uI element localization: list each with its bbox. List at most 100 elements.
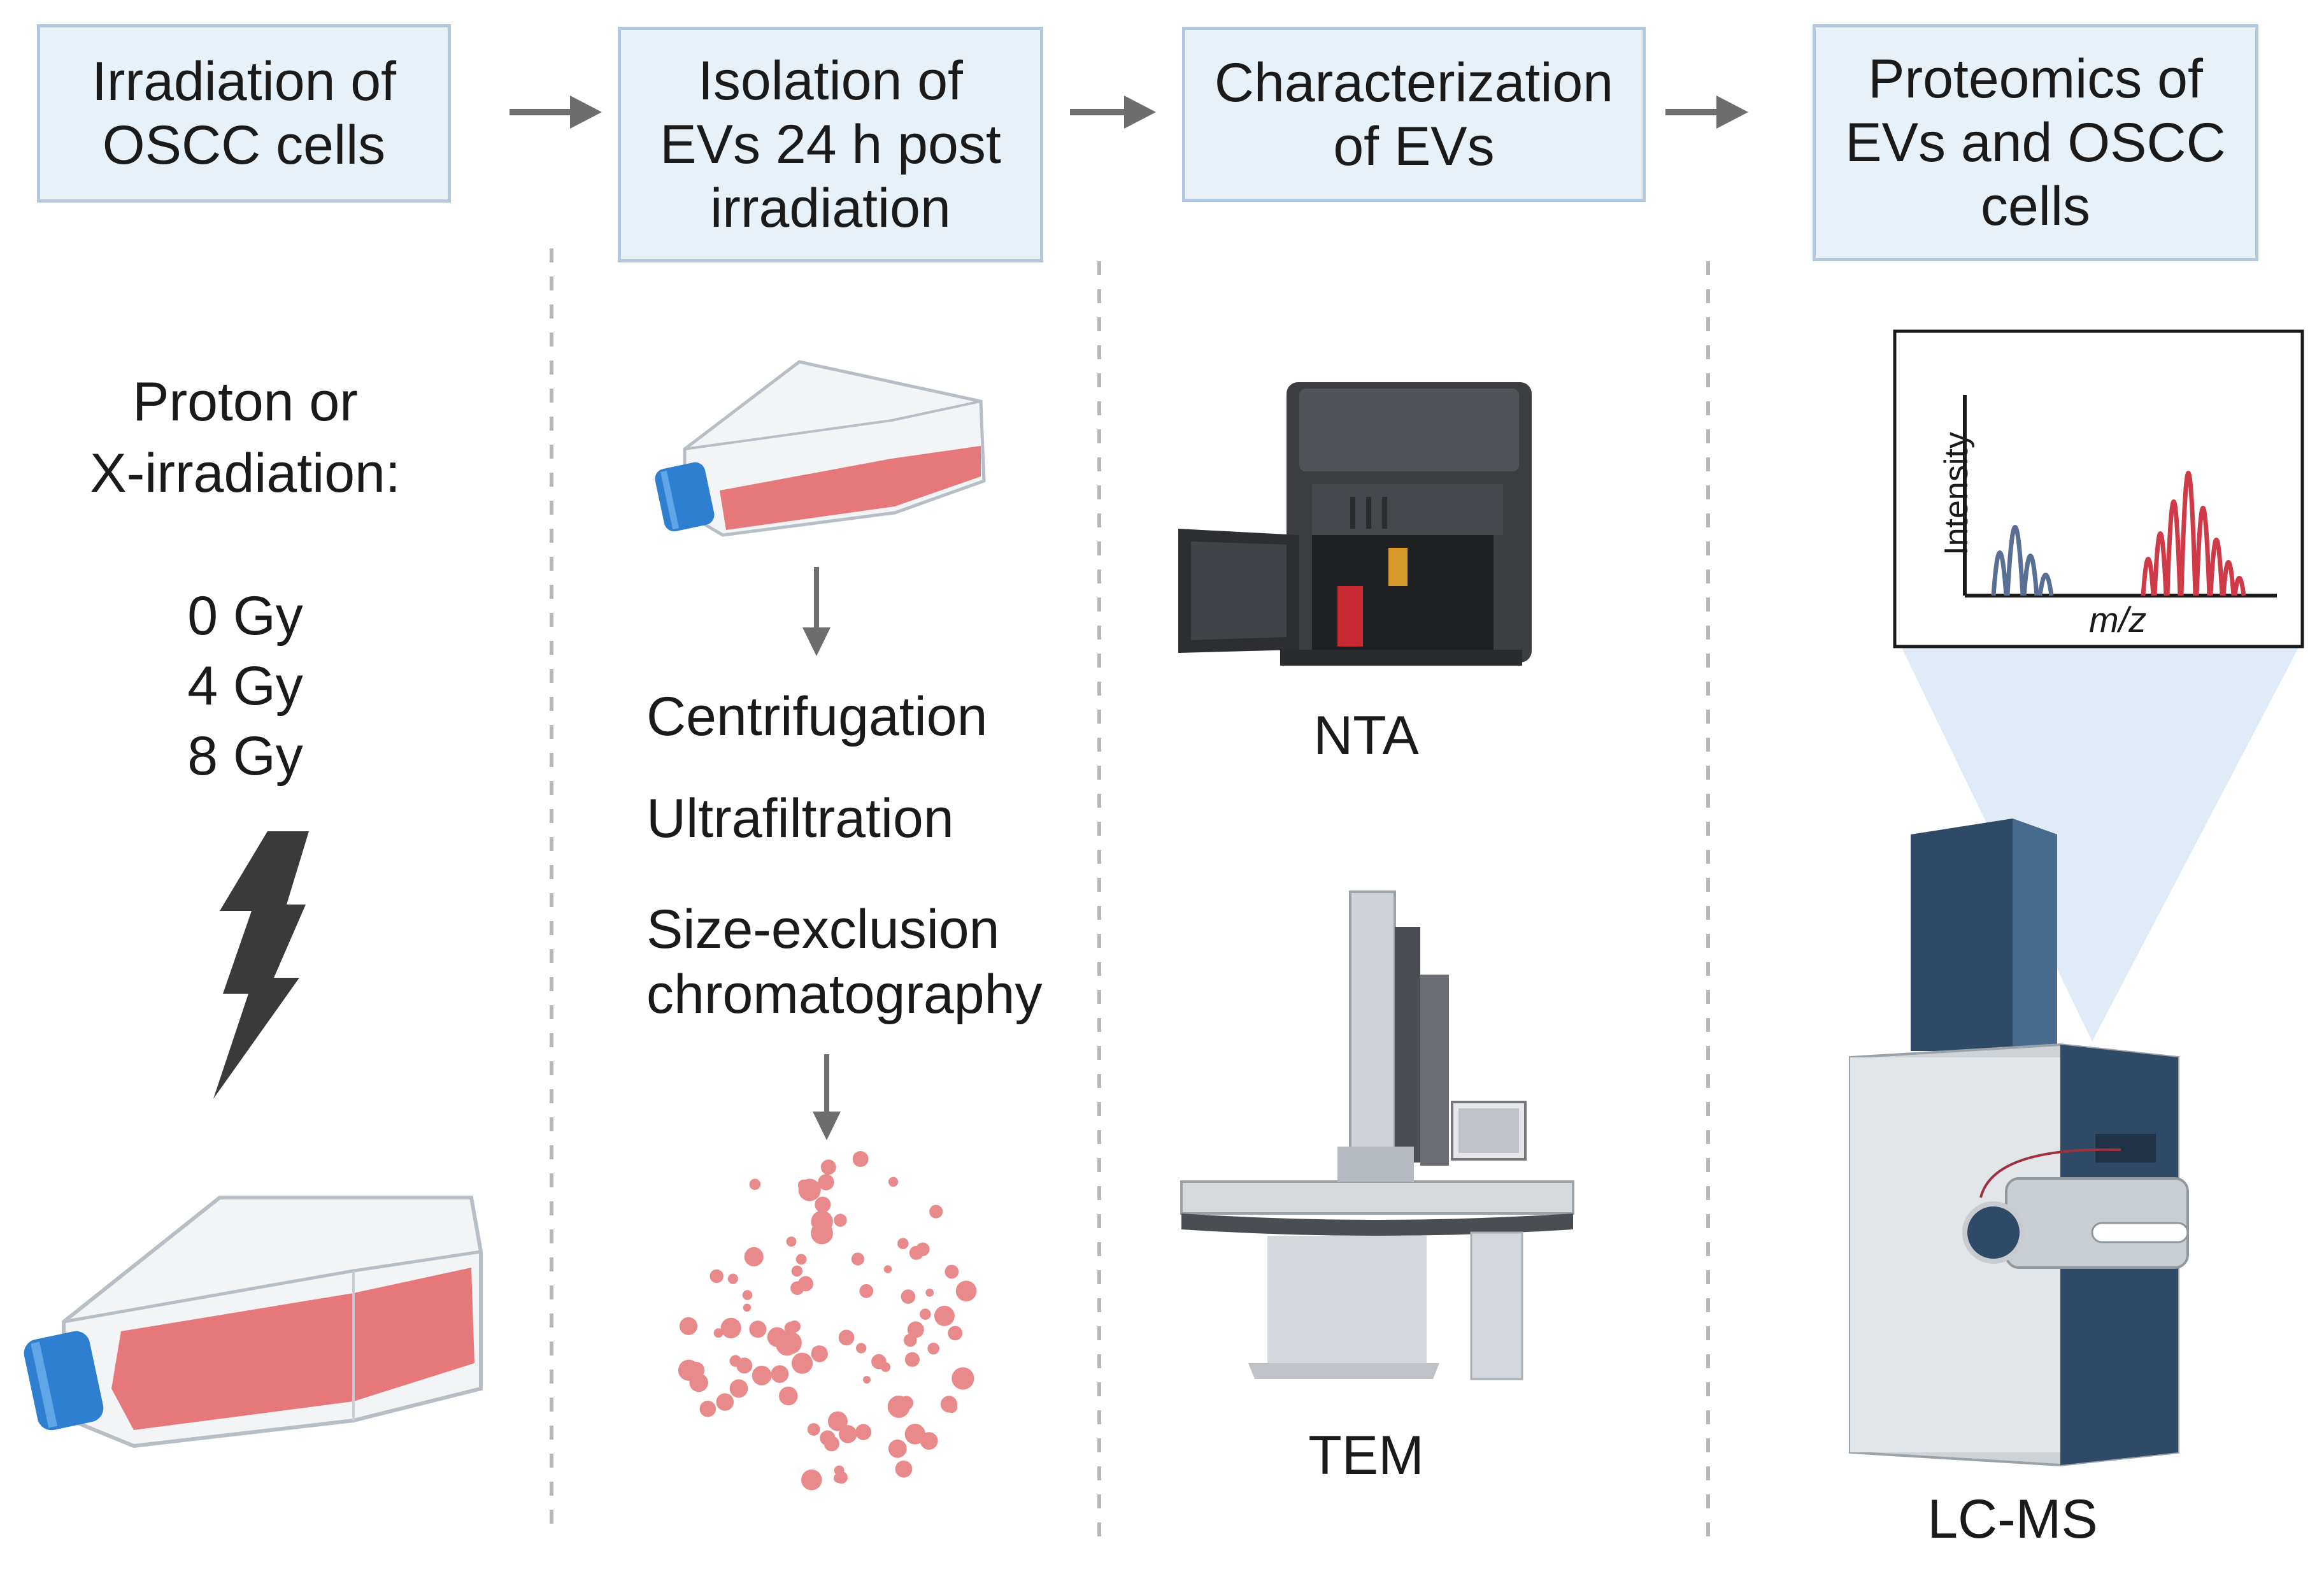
ev-particle — [716, 1393, 734, 1411]
method-centrifugation: Centrifugation — [646, 686, 988, 747]
method-ultrafiltration: Ultrafiltration — [646, 788, 954, 849]
dose-8: 8 Gy — [187, 726, 303, 787]
spectrum-x-label: m/z — [2089, 599, 2147, 640]
ev-particle — [786, 1236, 797, 1247]
ev-particle — [835, 1471, 848, 1484]
ev-particle — [709, 1269, 724, 1284]
ev-particle — [920, 1308, 931, 1320]
ev-particle — [801, 1469, 822, 1491]
down-arrow-1 — [802, 567, 831, 656]
ev-particle — [901, 1289, 916, 1304]
spectrum-peaks-blue — [1991, 525, 2054, 596]
step-box-proteomics: Proteomics of EVs and OSCC cells — [1813, 24, 2258, 261]
ev-particle — [941, 1311, 952, 1322]
ev-particle — [856, 1343, 867, 1354]
step-label-characterization: Characterization of EVs — [1214, 52, 1614, 177]
ev-particle — [743, 1303, 752, 1312]
ev-particle — [927, 1342, 939, 1355]
ev-particle — [779, 1386, 798, 1406]
ev-particle — [736, 1357, 753, 1374]
ev-particle — [818, 1174, 834, 1191]
nta-label: NTA — [1313, 705, 1419, 766]
ev-particle — [779, 1331, 802, 1354]
lcms-label: LC-MS — [1927, 1489, 2098, 1550]
step-arrow-3 — [1665, 96, 1748, 129]
down-arrow-2 — [813, 1054, 841, 1140]
ev-particle — [771, 1365, 789, 1384]
step-box-isolation: Isolation of EVs 24 h post irradiation — [618, 27, 1043, 262]
ev-particle — [883, 1265, 892, 1273]
culture-flask-icon — [24, 1196, 483, 1449]
ev-particle — [699, 1400, 716, 1417]
step-arrow-1 — [510, 96, 602, 129]
ev-particle — [749, 1178, 761, 1191]
ev-particle — [815, 1196, 831, 1213]
ev-particle — [790, 1281, 804, 1295]
spectrum-y-label: Intensity — [1938, 432, 1975, 555]
step-label-isolation: Isolation of EVs 24 h post irradiation — [660, 50, 1001, 239]
ev-particle — [851, 1252, 864, 1266]
ev-particle — [791, 1352, 813, 1374]
ev-particle — [784, 1321, 798, 1335]
ev-particle — [744, 1247, 764, 1267]
ev-particle — [880, 1362, 891, 1372]
lightning-bolt-icon — [213, 831, 309, 1099]
ev-particle — [852, 1151, 869, 1167]
ev-particle — [811, 1346, 821, 1356]
ev-particle — [798, 1178, 821, 1201]
ev-particle — [946, 1401, 958, 1413]
ev-particle — [820, 1430, 836, 1446]
ev-particle — [729, 1379, 748, 1398]
ev-particle — [904, 1424, 926, 1445]
ev-particle — [899, 1396, 914, 1410]
ev-particle — [807, 1423, 820, 1436]
step-arrow-2 — [1070, 96, 1156, 129]
ev-particle — [720, 1317, 741, 1338]
ev-particle — [679, 1317, 698, 1335]
ev-particle — [689, 1373, 708, 1392]
ev-particles — [678, 1151, 977, 1491]
ev-particle — [752, 1366, 772, 1385]
ev-particle — [795, 1254, 807, 1265]
ev-particle — [888, 1439, 907, 1458]
ev-particle — [925, 1289, 934, 1297]
ev-particle — [834, 1213, 847, 1227]
ev-particle — [904, 1352, 920, 1367]
step-box-characterization: Characterization of EVs — [1182, 27, 1646, 202]
lcms-instrument-icon — [1849, 819, 2189, 1467]
ev-particle — [897, 1238, 909, 1249]
ev-particle — [895, 1460, 913, 1478]
step-box-irradiation: Irradiation of OSCC cells — [37, 24, 451, 203]
ev-particle — [907, 1321, 924, 1338]
irradiation-heading: Proton or X-irradiation: — [90, 371, 401, 504]
tem-label: TEM — [1308, 1425, 1424, 1486]
ev-particle — [952, 1367, 974, 1390]
ev-particle — [727, 1273, 738, 1284]
small-culture-flask-icon — [655, 360, 986, 537]
ev-particle — [820, 1159, 836, 1175]
ev-particle — [749, 1320, 767, 1338]
ev-particle — [827, 1411, 848, 1431]
ev-particle — [791, 1265, 803, 1277]
ev-particle — [863, 1376, 871, 1384]
ev-particle — [916, 1242, 930, 1256]
ev-particle — [713, 1328, 724, 1338]
dose-0: 0 Gy — [187, 585, 303, 647]
ev-particle — [859, 1284, 874, 1298]
ev-particle — [945, 1264, 959, 1279]
dose-4: 4 Gy — [187, 655, 303, 717]
ev-particle — [811, 1210, 833, 1233]
ev-particle — [955, 1280, 977, 1302]
tem-instrument-icon — [1180, 891, 1574, 1380]
ev-particle — [855, 1424, 872, 1440]
spectrum-beam — [1901, 647, 2299, 1041]
method-size-exclusion: Size-exclusion chromatography — [646, 899, 1043, 1025]
step-label-irradiation: Irradiation of OSCC cells — [91, 51, 397, 176]
ev-particle — [948, 1326, 963, 1341]
ev-particle — [742, 1290, 753, 1300]
ev-particle — [888, 1177, 899, 1187]
step-label-proteomics: Proteomics of EVs and OSCC cells — [1845, 48, 2226, 237]
nta-instrument-icon — [1178, 382, 1532, 666]
